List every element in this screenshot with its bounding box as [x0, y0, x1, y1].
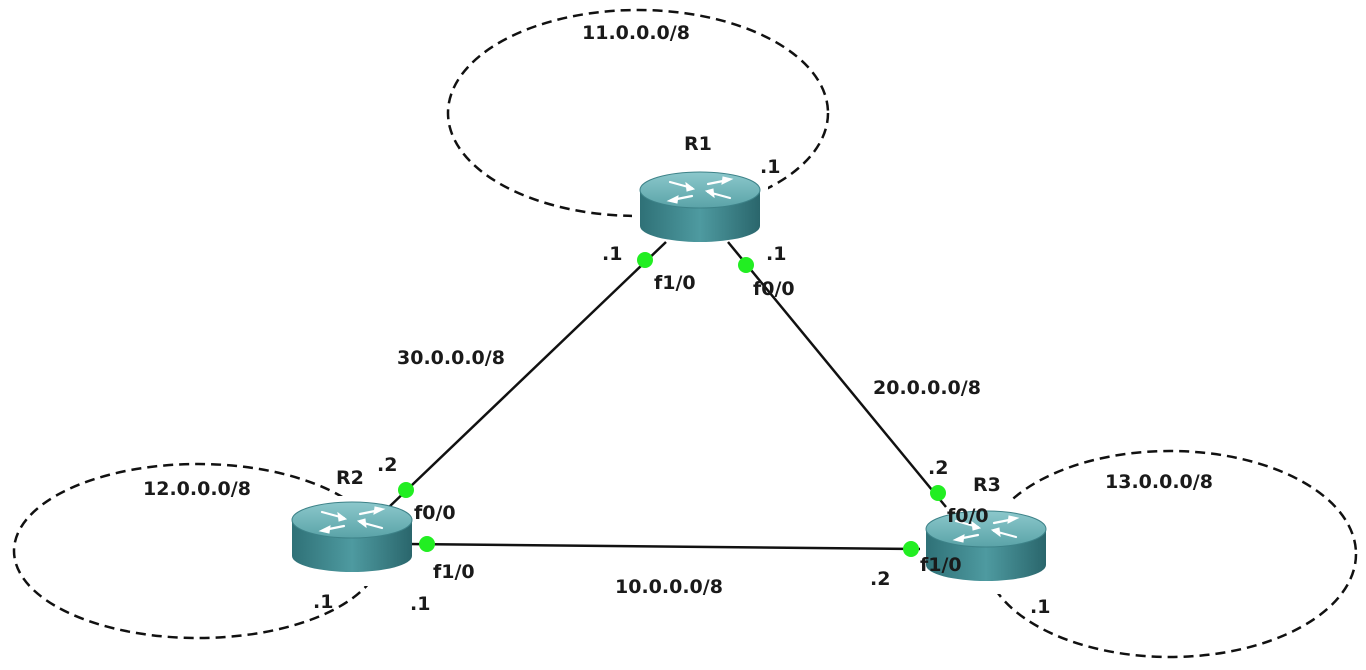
host-label-loopback-r2: .1	[313, 591, 333, 613]
host-label-r1-f0-0: .1	[766, 243, 786, 265]
network-label-link-r1-r3: 20.0.0.0/8	[873, 377, 981, 399]
router-r2[interactable]	[290, 500, 414, 574]
host-label-r1-f1-0: .1	[602, 243, 622, 265]
port-r3-f1-0[interactable]	[903, 541, 919, 557]
port-label-r2-f0-0: f0/0	[414, 502, 456, 524]
link-r1-r3[interactable]	[727, 241, 947, 508]
router-icon	[290, 500, 414, 574]
port-r2-f1-0[interactable]	[419, 536, 435, 552]
network-label-loopback-r1: 11.0.0.0/8	[582, 22, 690, 44]
port-r1-f0-0[interactable]	[738, 257, 754, 273]
network-label-loopback-r2: 12.0.0.0/8	[143, 478, 251, 500]
link-r1-r2[interactable]	[387, 241, 667, 509]
router-label-r3: R3	[973, 474, 1001, 496]
port-label-r1-f1-0: f1/0	[654, 272, 696, 294]
loopback-cloud-r3	[982, 449, 1358, 659]
port-label-r2-f1-0: f1/0	[433, 561, 475, 583]
host-label-loopback-r1: .1	[760, 156, 780, 178]
router-r1[interactable]	[638, 170, 762, 244]
loopback-cloud-r1	[446, 8, 830, 218]
host-label-r2-f0-0: .2	[377, 454, 397, 476]
router-label-r1: R1	[684, 133, 712, 155]
port-r3-f0-0[interactable]	[930, 485, 946, 501]
link-r2-r3[interactable]	[407, 542, 921, 551]
host-label-r2-f1-0: .1	[410, 593, 430, 615]
network-label-loopback-r3: 13.0.0.0/8	[1105, 471, 1213, 493]
port-label-r3-f1-0: f1/0	[920, 554, 962, 576]
network-label-link-r2-r3: 10.0.0.0/8	[615, 576, 723, 598]
host-label-loopback-r3: .1	[1030, 596, 1050, 618]
host-label-r3-f0-0: .2	[928, 457, 948, 479]
port-label-r3-f0-0: f0/0	[947, 505, 989, 527]
host-label-r3-f1-0: .2	[870, 568, 890, 590]
port-r1-f1-0[interactable]	[637, 252, 653, 268]
port-label-r1-f0-0: f0/0	[753, 278, 795, 300]
router-icon	[638, 170, 762, 244]
network-label-link-r1-r2: 30.0.0.0/8	[397, 347, 505, 369]
router-label-r2: R2	[336, 467, 364, 489]
port-r2-f0-0[interactable]	[398, 482, 414, 498]
